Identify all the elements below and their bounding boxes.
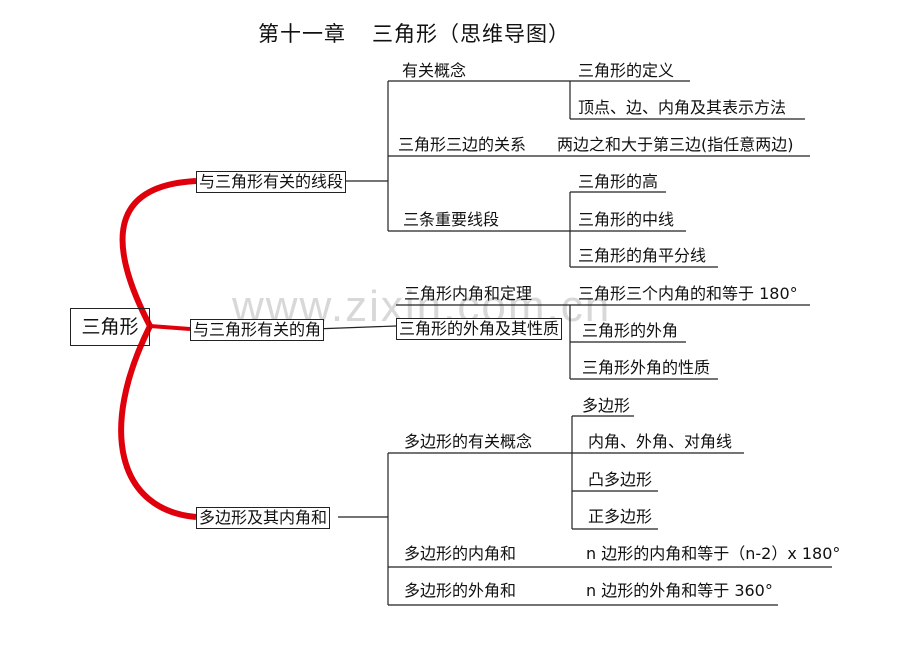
leaf-node: 内角、外角、对角线 — [588, 432, 733, 451]
group-node-polygon-concepts: 多边形的有关概念 — [404, 432, 533, 451]
leaf-node: n 边形的内角和等于（n-2）x 180° — [586, 544, 841, 563]
branch-node-angles: 与三角形有关的角 — [190, 319, 325, 341]
group-node-angle-sum: 三角形内角和定理 — [404, 284, 533, 303]
red-branch-polygons — [118, 324, 197, 520]
group-node-side-relation: 三角形三边的关系 — [398, 135, 527, 154]
leaf-node: 顶点、边、内角及其表示方法 — [578, 98, 787, 117]
group-node-concepts: 有关概念 — [402, 61, 467, 80]
group-node-important-segments: 三条重要线段 — [403, 210, 500, 229]
leaf-node: n 边形的外角和等于 360° — [586, 581, 773, 600]
group-node-exterior-angle: 三角形的外角及其性质 — [396, 318, 563, 340]
group-node-interior-sum: 多边形的内角和 — [404, 544, 517, 563]
leaf-node: 三角形的中线 — [578, 210, 675, 229]
red-branch-line-segments — [119, 178, 197, 328]
leaf-node: 多边形 — [582, 396, 631, 415]
leaf-node: 三角形的角平分线 — [578, 246, 707, 265]
leaf-node: 三角形的高 — [578, 172, 659, 191]
leaf-node: 三角形外角的性质 — [582, 358, 711, 377]
leaf-node: 三角形三个内角的和等于 180° — [578, 284, 798, 303]
chapter-label: 第十一章 — [258, 22, 346, 46]
leaf-node: 两边之和大于第三边(指任意两边) — [557, 135, 794, 154]
leaf-node: 正多边形 — [588, 507, 653, 526]
subject-label: 三角形（思维导图） — [372, 22, 570, 46]
leaf-node: 凸多边形 — [588, 470, 653, 489]
red-branch-angles — [149, 324, 191, 331]
leaf-node: 三角形的外角 — [582, 321, 679, 340]
leaf-node: 三角形的定义 — [578, 61, 675, 80]
group-node-exterior-sum: 多边形的外角和 — [404, 581, 517, 600]
page-title: 第十一章 三角形（思维导图） — [258, 18, 570, 48]
root-node: 三角形 — [70, 308, 150, 346]
branch-node-segments: 与三角形有关的线段 — [196, 171, 347, 193]
connector — [313, 325, 397, 330]
branch-node-polygons: 多边形及其内角和 — [196, 507, 331, 529]
